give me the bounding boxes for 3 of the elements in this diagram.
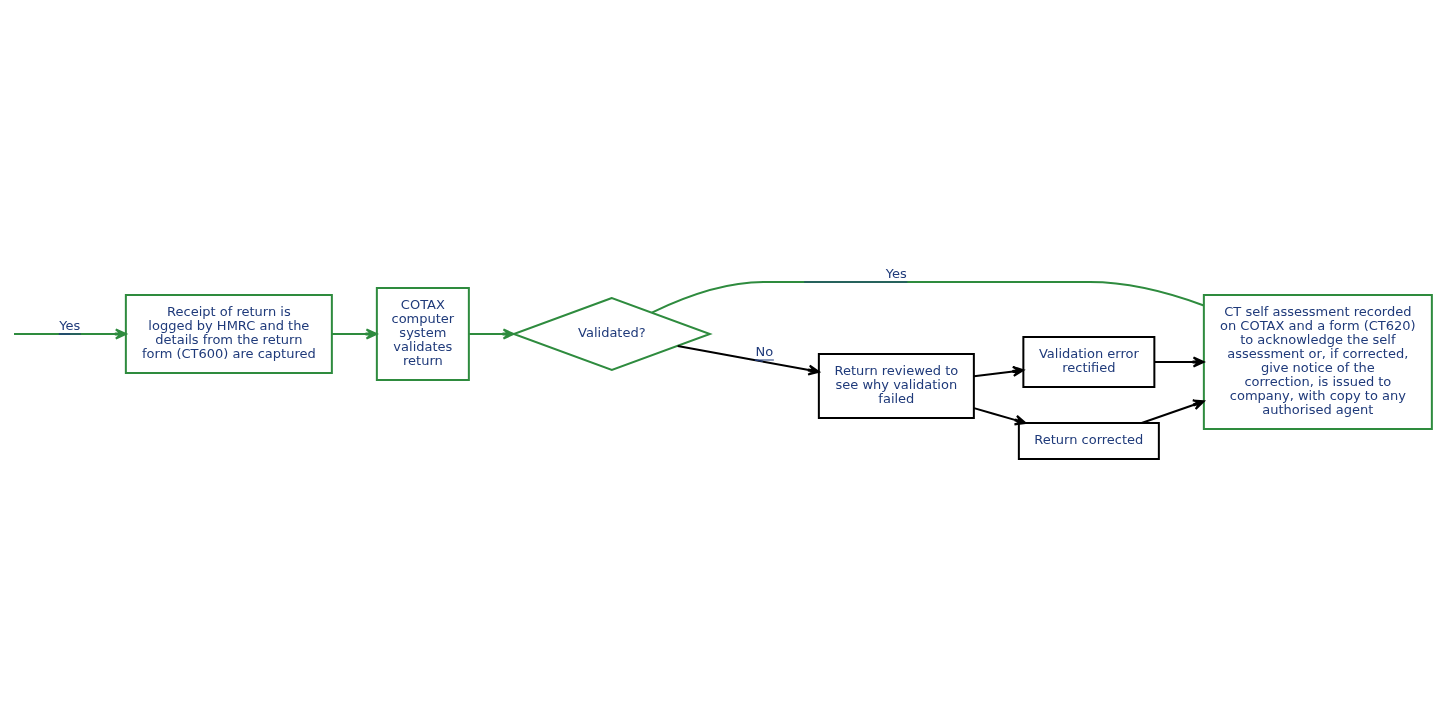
- edge-label: No: [755, 344, 774, 360]
- edge-label: Yes: [59, 318, 81, 334]
- edge-label: Yes: [885, 266, 907, 282]
